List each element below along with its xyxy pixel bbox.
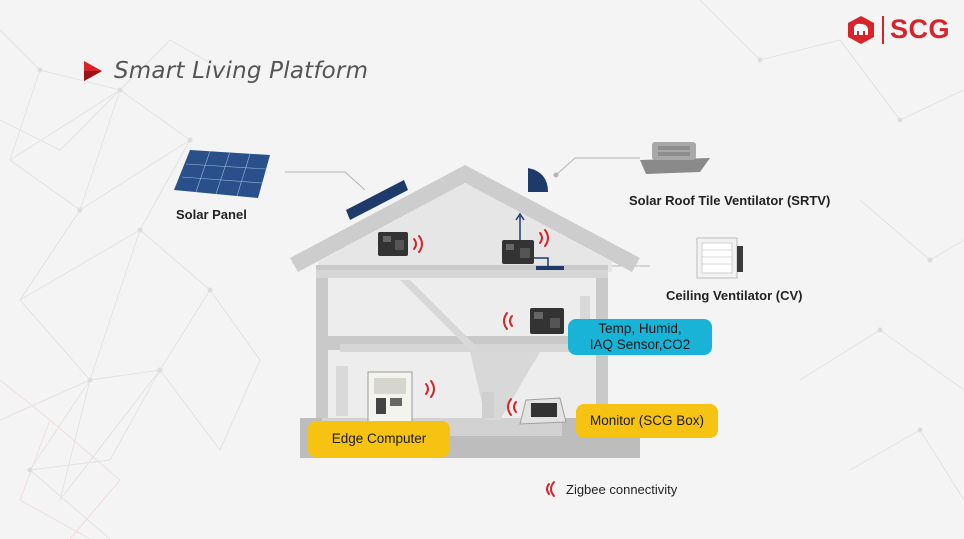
legend: Zigbee connectivity <box>542 480 677 498</box>
legend-zigbee-label: Zigbee connectivity <box>566 481 678 497</box>
solar-panel-image <box>174 150 270 198</box>
solar-panel-connector <box>285 171 366 191</box>
edge-computer-callout-text: Edge Computer <box>331 430 427 446</box>
attic-controller-left <box>378 232 408 256</box>
logo-divider <box>882 15 884 44</box>
scg-elephant-logo-icon <box>848 15 874 44</box>
zigbee-signal-icon <box>507 398 517 416</box>
srtv-image <box>640 142 710 174</box>
edge-computer-cabinet <box>367 371 413 423</box>
airflow-arrows <box>515 212 549 266</box>
sensor-callout: Temp, Humid, IAQ Sensor,CO2 <box>568 319 712 355</box>
ceiling-ventilator-image <box>696 237 743 279</box>
scg-box-monitor <box>519 397 567 425</box>
zigbee-signal-icon <box>503 312 513 330</box>
zigbee-signal-icon <box>539 229 549 247</box>
scg-logo: SCG <box>846 14 950 45</box>
monitor-callout-text: Monitor (SCG Box) <box>589 412 705 428</box>
play-arrow-icon <box>84 61 102 81</box>
srtv-label: Solar Roof Tile Ventilator (SRTV) <box>629 193 831 208</box>
sensor-callout-line2: IAQ Sensor,CO2 <box>589 337 691 352</box>
ceiling-ventilator-label: Ceiling Ventilator (CV) <box>666 288 803 303</box>
slide-title: Smart Living Platform <box>114 58 369 84</box>
edge-computer-callout: Edge Computer <box>308 421 450 457</box>
zigbee-signal-icon <box>546 481 555 497</box>
sensor-callout-line1: Temp, Humid, <box>598 320 682 336</box>
ceiling-vent-grille <box>536 266 564 270</box>
monitor-callout: Monitor (SCG Box) <box>576 404 718 438</box>
attic-controller-right <box>502 240 534 264</box>
roof-srtv <box>528 168 548 192</box>
roof-solar-panel <box>346 180 408 220</box>
srtv-connector <box>555 157 640 176</box>
floor2-sensor-board <box>530 308 564 334</box>
zigbee-signal-icon <box>413 235 423 253</box>
logo-text: SCG <box>890 14 951 44</box>
zigbee-signal-icon <box>425 380 435 398</box>
solar-panel-label: Solar Panel <box>176 207 247 222</box>
slide-title-row: Smart Living Platform <box>82 58 368 84</box>
